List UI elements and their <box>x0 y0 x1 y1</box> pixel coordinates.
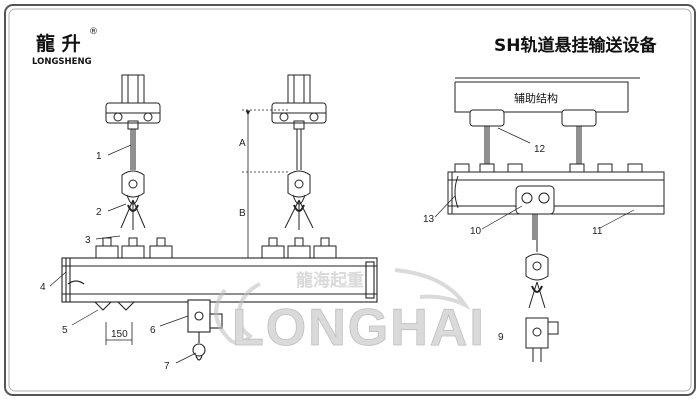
middle-assembly <box>261 74 337 261</box>
outer-border <box>4 4 696 396</box>
dimension-lines <box>105 109 290 345</box>
callout-4: 4 <box>40 282 46 293</box>
main-beam <box>61 257 378 361</box>
callout-11: 11 <box>592 226 603 237</box>
callout-1: 1 <box>96 151 102 162</box>
aux-structure-label: 辅助结构 <box>514 91 558 105</box>
diagram-title: SH轨道悬挂输送设备 <box>494 35 657 56</box>
dim-label-a: A <box>239 138 246 149</box>
callout-leaders <box>49 127 635 364</box>
callout-2: 2 <box>96 207 102 218</box>
callout-6: 6 <box>150 325 156 336</box>
callout-13: 13 <box>423 214 435 225</box>
dim-label-150: 150 <box>111 329 128 340</box>
callout-3: 3 <box>85 235 91 246</box>
callout-10: 10 <box>470 226 482 237</box>
dragon-emblem-icon <box>214 282 261 346</box>
watermark-text: LONGHAI <box>232 299 486 357</box>
left-assembly <box>95 74 173 261</box>
inner-border <box>8 8 692 392</box>
watermark-cn: 龍海起重 <box>296 270 364 291</box>
brand-name-cn: 龍 升 <box>36 32 81 55</box>
dim-label-b: B <box>239 208 246 219</box>
callout-12: 12 <box>534 144 546 155</box>
callout-7: 7 <box>164 361 170 372</box>
brand-name-en: LONGSHENG <box>32 57 92 67</box>
brand-logo: 龍 升 ® LONGSHENG <box>32 27 98 67</box>
registered-mark: ® <box>89 27 98 37</box>
callout-labels: 1 2 3 4 5 6 7 9 10 11 12 13 <box>40 144 603 372</box>
callout-9: 9 <box>498 332 504 343</box>
watermark: LONGHAI 龍海起重 <box>214 268 486 357</box>
right-assembly <box>447 77 665 362</box>
callout-5: 5 <box>62 325 68 336</box>
